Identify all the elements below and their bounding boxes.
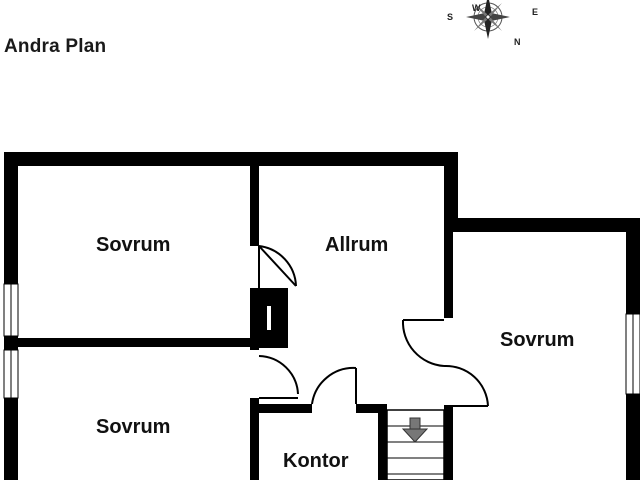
compass-east: E — [532, 7, 538, 17]
staircase — [386, 409, 445, 480]
stair-down-arrow-icon — [401, 417, 429, 443]
chimney-mark — [267, 306, 271, 330]
room-label-bottom-left: Sovrum — [96, 416, 170, 438]
outer-walls — [4, 152, 640, 480]
room-label-right: Sovrum — [500, 329, 574, 351]
interior-walls — [4, 152, 453, 480]
compass-west: W — [472, 3, 481, 13]
compass-north: N — [514, 37, 521, 47]
compass-south: S — [447, 12, 453, 22]
room-label-top-left: Sovrum — [96, 234, 170, 256]
compass-rose-icon: N S E W — [447, 0, 538, 47]
room-label-kontor: Kontor — [283, 450, 349, 472]
plan-title: Andra Plan — [4, 36, 107, 57]
windows — [3, 283, 640, 399]
door-swings — [258, 245, 489, 407]
room-label-allrum: Allrum — [325, 234, 388, 256]
